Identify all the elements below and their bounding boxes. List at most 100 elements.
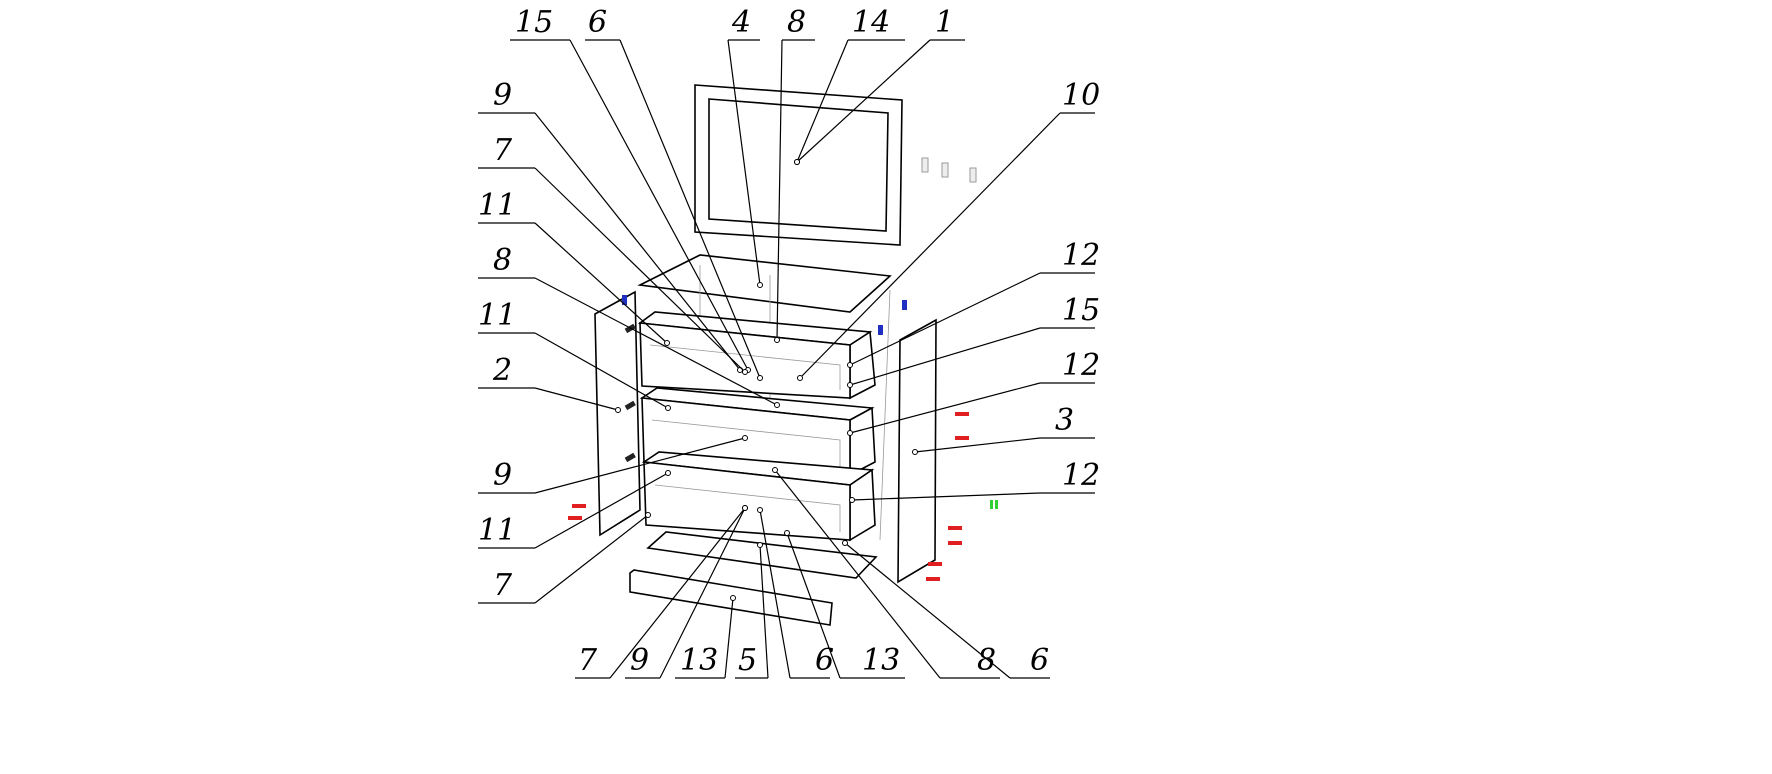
callout-number: 11 <box>478 298 516 333</box>
leader-line <box>759 509 791 679</box>
base-panel <box>646 531 878 579</box>
callout-top-5: 1 <box>794 5 965 165</box>
leader-line <box>844 542 1011 679</box>
callout-left-7: 11 <box>478 470 671 549</box>
callout-number: 9 <box>493 458 512 493</box>
leader-point <box>847 430 853 436</box>
drawer-3 <box>641 451 876 542</box>
leader-line <box>727 39 761 286</box>
leader-line <box>849 382 1041 434</box>
leader-line <box>849 327 1041 386</box>
mirror-part <box>694 84 903 246</box>
callout-number: 12 <box>1062 238 1100 273</box>
leader-point <box>757 507 763 513</box>
leader-point <box>665 470 671 476</box>
leader-line <box>609 507 746 679</box>
callout-number: 11 <box>478 188 516 223</box>
hardware-red <box>568 412 969 581</box>
leader-line <box>534 332 669 409</box>
callout-bottom-1: 9 <box>625 505 748 679</box>
leader-point <box>730 595 736 601</box>
callout-number: 7 <box>578 643 598 678</box>
leader-point <box>742 435 748 441</box>
leader-line <box>534 437 746 494</box>
callout-number: 7 <box>493 568 513 603</box>
leader-point <box>757 542 763 548</box>
leader-line <box>759 544 769 679</box>
leader-line <box>534 277 778 406</box>
leader-line <box>534 387 619 411</box>
callout-number: 6 <box>588 5 607 40</box>
leader-point <box>645 512 651 518</box>
drawer-1 <box>637 311 876 400</box>
callout-number: 11 <box>478 513 516 548</box>
callout-number: 9 <box>630 643 649 678</box>
callout-bottom-4: 6 <box>757 507 834 679</box>
callout-left-2: 11 <box>478 188 670 346</box>
callout-number: 9 <box>493 78 512 113</box>
callout-number: 14 <box>852 5 890 40</box>
callout-top-6: 10 <box>797 78 1100 381</box>
leader-line <box>914 437 1041 453</box>
callout-number: 6 <box>815 643 834 678</box>
callout-left-4: 11 <box>478 298 671 411</box>
leader-point <box>772 467 778 473</box>
callout-number: 10 <box>1062 78 1100 113</box>
leader-point <box>849 497 855 503</box>
leader-point <box>665 405 671 411</box>
callout-number: 1 <box>935 5 954 40</box>
cabinet-drawing <box>568 84 998 626</box>
leader-line <box>799 112 1061 379</box>
leader-line <box>849 272 1041 366</box>
callout-number: 8 <box>493 243 512 278</box>
leader-line <box>774 469 941 679</box>
leader-point <box>847 382 853 388</box>
hardware-green <box>990 500 998 509</box>
leader-point <box>912 449 918 455</box>
leader-line <box>851 492 1041 501</box>
leader-line <box>534 112 741 371</box>
leader-point <box>774 337 780 343</box>
leader-point <box>757 282 763 288</box>
callout-number: 3 <box>1055 403 1074 438</box>
callout-right-4: 12 <box>849 458 1100 503</box>
leader-point <box>757 375 763 381</box>
callout-left-6: 9 <box>478 435 748 494</box>
callout-left-0: 9 <box>478 78 743 373</box>
callout-number: 15 <box>515 5 553 40</box>
callout-number: 5 <box>738 643 757 678</box>
callout-left-5: 2 <box>478 353 621 413</box>
leader-point <box>615 407 621 413</box>
callout-number: 8 <box>977 643 996 678</box>
leader-line <box>534 472 669 549</box>
callout-top-2: 4 <box>727 5 763 288</box>
leader-line <box>776 39 783 341</box>
leader-line <box>796 39 849 163</box>
leader-point <box>797 375 803 381</box>
leader-line <box>619 39 761 379</box>
callout-number: 13 <box>680 643 718 678</box>
leader-line <box>534 222 668 344</box>
callout-right-3: 3 <box>912 403 1095 455</box>
leader-point <box>842 540 848 546</box>
leader-line <box>796 39 931 163</box>
leader-point <box>847 362 853 368</box>
callout-bottom-2: 13 <box>675 595 736 679</box>
callout-number: 2 <box>492 353 512 388</box>
mirror-brackets <box>921 157 977 183</box>
leader-point <box>742 369 748 375</box>
leader-line <box>724 597 734 679</box>
callout-right-1: 15 <box>847 293 1100 388</box>
leader-line <box>786 532 841 679</box>
callout-top-3: 8 <box>774 5 815 343</box>
leader-point <box>774 402 780 408</box>
callout-bottom-5: 13 <box>784 530 905 679</box>
callout-number: 15 <box>1062 293 1100 328</box>
callout-number: 12 <box>1062 348 1100 383</box>
callout-bottom-6: 8 <box>772 467 1000 679</box>
callout-bottom-3: 5 <box>735 542 769 679</box>
leader-point <box>794 159 800 165</box>
leader-line <box>659 507 746 679</box>
callout-bottom-7: 6 <box>842 540 1050 679</box>
